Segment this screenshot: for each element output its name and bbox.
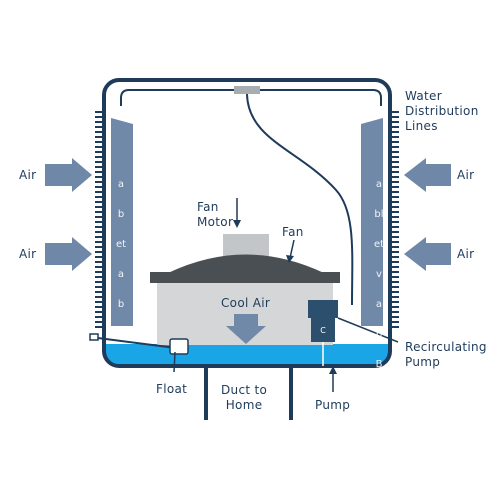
fan-pointer-head	[286, 255, 294, 263]
left-pad-text: abetabB	[115, 179, 127, 340]
right-louvers	[392, 111, 399, 328]
right-cooling-pad	[361, 118, 383, 326]
recirculating-pump-body	[311, 318, 335, 342]
recirculating-pump-label: Recirculating Pump	[405, 340, 487, 370]
duct-to-home-label-line1: Duct to	[221, 383, 268, 397]
water-distribution-label-line3: Lines	[405, 119, 438, 133]
fan-rim	[150, 272, 340, 283]
air-label-right-top: Air	[457, 168, 475, 182]
air-arrow-right-bottom	[404, 237, 451, 271]
air-arrow-right-top	[404, 158, 451, 192]
cooler-housing	[102, 78, 392, 368]
air-label-left-top: Air	[19, 168, 37, 182]
fan-label: Fan	[282, 225, 304, 239]
fan-pointer	[289, 239, 295, 259]
left-louvers	[95, 111, 102, 328]
pump-label: Pump	[315, 398, 351, 412]
fan-motor-label-line2: Motor	[197, 215, 234, 229]
right-pad-text: abletvabBv	[373, 179, 385, 400]
pump-supply-tube	[246, 93, 354, 306]
air-label-right-bottom: Air	[457, 247, 475, 261]
float-label: Float	[156, 382, 188, 396]
float-valve	[89, 333, 99, 341]
float	[169, 338, 189, 355]
water-distribution-label-line2: Distribution	[405, 104, 479, 118]
cool-air-label: Cool Air	[221, 296, 271, 310]
recirculating-pump-label-line1: Recirculating	[405, 340, 487, 354]
recirculating-pump-label-line2: Pump	[405, 355, 441, 369]
float-arm	[97, 337, 177, 349]
recirculating-pump-head	[308, 300, 338, 318]
pump-badge: C	[320, 326, 326, 335]
fan-motor-label-line1: Fan	[197, 200, 219, 214]
duct-to-home-label-line2: Home	[225, 398, 263, 412]
fan-lid	[168, 254, 324, 273]
duct-to-home-label: Duct to Home	[221, 383, 267, 413]
fan-motor-pointer-head	[233, 220, 241, 228]
air-label-left-bottom: Air	[19, 247, 37, 261]
water-distribution-label: Water Distribution Lines	[405, 89, 479, 134]
air-arrow-left-top	[45, 158, 92, 192]
pump-pointer-head	[329, 366, 337, 374]
water-reservoir	[104, 344, 390, 366]
air-arrow-left-bottom	[45, 237, 92, 271]
distribution-manifold	[234, 86, 260, 94]
fan-motor-label: Fan Motor	[197, 200, 233, 230]
float-pointer	[173, 351, 176, 373]
cool-air-arrow	[226, 314, 266, 344]
recirculating-pump-pointer	[337, 317, 399, 343]
water-distribution-label-line1: Water	[405, 89, 442, 103]
left-cooling-pad	[111, 118, 133, 326]
